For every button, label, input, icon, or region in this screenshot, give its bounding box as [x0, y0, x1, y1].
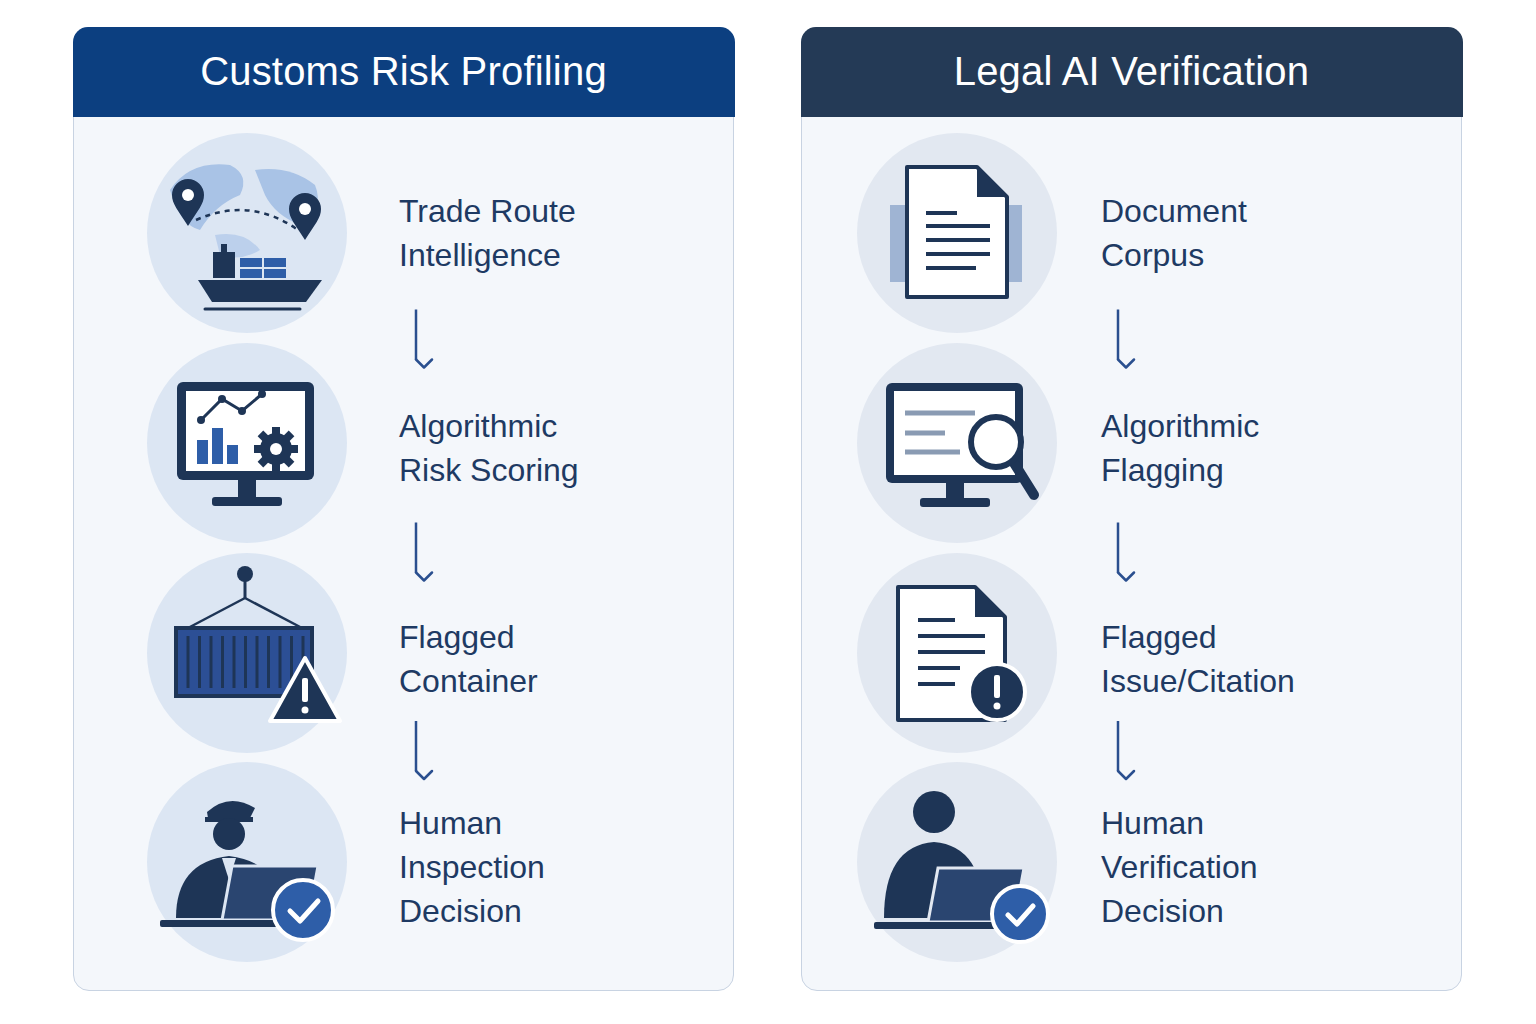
step-text: Trade Route Intelligence: [399, 189, 596, 277]
step-label: Algorithmic Flagging: [1101, 404, 1298, 492]
magnifier-handle: [1014, 463, 1034, 495]
trade-route-icon: [170, 164, 322, 309]
step-label: Document Corpus: [1101, 189, 1298, 277]
page-fold: [977, 167, 1007, 197]
monitor: [886, 383, 1023, 483]
chart-bar: [227, 445, 238, 464]
chart-dot: [238, 407, 246, 415]
icon-grounds: [147, 133, 1057, 962]
step-text: Flagged Issue/Citation: [1101, 615, 1298, 703]
icon-circle: [857, 762, 1057, 962]
chart-bar: [212, 428, 223, 464]
monitor-base: [212, 497, 282, 506]
panel-header: Legal AI Verification: [801, 27, 1463, 117]
flagged-container-icon: [176, 566, 340, 721]
pin-dot: [299, 203, 311, 215]
icon-circle: [147, 133, 347, 333]
route-line: [196, 210, 298, 230]
cargo-line: [240, 267, 286, 269]
officer-cap: [207, 801, 255, 818]
document-corpus-icon: [890, 167, 1022, 297]
flow-arrow: [1117, 310, 1120, 360]
icon-circle: [857, 553, 1057, 753]
chart-dot: [218, 395, 226, 403]
flow-arrow: [415, 523, 418, 573]
chart-bar: [197, 440, 208, 464]
step-label: Algorithmic Risk Scoring: [399, 404, 596, 492]
step-text: Algorithmic Flagging: [1101, 404, 1298, 492]
risk-scoring-icon: [177, 382, 314, 506]
ship-hull: [198, 280, 322, 302]
flow-arrow: [1117, 523, 1120, 573]
check-badge: [992, 886, 1048, 942]
magnifier-lens: [971, 417, 1021, 467]
gear: [254, 427, 298, 471]
warning-triangle: [270, 658, 340, 721]
step-text: Document Corpus: [1101, 189, 1298, 277]
chart-dot: [258, 390, 266, 398]
flagged-issue-icon: [898, 587, 1025, 720]
step-text: Algorithmic Risk Scoring: [399, 404, 596, 492]
step-text: Human Verification Decision: [1101, 801, 1298, 933]
panel-header: Customs Risk Profiling: [73, 27, 735, 117]
inspection-icon: [160, 801, 333, 940]
alert-badge: [969, 664, 1025, 720]
verification-icon: [874, 791, 1048, 942]
icon-circle: [857, 133, 1057, 333]
step-label: Trade Route Intelligence: [399, 189, 596, 277]
step-label: Human Verification Decision: [1101, 801, 1298, 933]
person-head: [913, 791, 955, 833]
monitor-stand: [238, 480, 256, 498]
wave: [205, 308, 300, 311]
icon-circle: [147, 762, 347, 962]
flow-arrow: [1117, 721, 1120, 771]
step-label: Flagged Container: [399, 615, 596, 703]
monitor-stand: [946, 483, 964, 499]
crane-hook: [237, 566, 253, 582]
monitor-base: [920, 498, 990, 507]
page-fold: [975, 587, 1005, 617]
sling: [245, 598, 302, 628]
chart-dot: [197, 416, 205, 424]
check-badge: [273, 880, 333, 940]
ship-funnel: [221, 244, 227, 253]
map-pin: [172, 179, 204, 226]
text-lines: [926, 213, 990, 268]
sling: [188, 598, 245, 628]
icon-circle: [147, 553, 347, 753]
warning-mark: [302, 678, 308, 702]
check-mark: [1008, 906, 1033, 924]
document: [907, 167, 1007, 297]
ship-cabin: [213, 252, 235, 278]
monitor: [177, 382, 314, 480]
chart-line: [201, 394, 262, 420]
flow-arrow: [415, 721, 418, 771]
icon-circle: [857, 343, 1057, 543]
panel-title: Legal AI Verification: [954, 49, 1310, 94]
map-land: [170, 164, 243, 230]
map-pin: [289, 193, 321, 240]
step-label: Flagged Issue/Citation: [1101, 615, 1298, 703]
pin-dot: [182, 189, 194, 201]
panel-title: Customs Risk Profiling: [200, 49, 607, 94]
screen-lines: [905, 413, 975, 452]
icon-circle: [147, 343, 347, 543]
check-mark: [290, 901, 318, 921]
flagging-icon: [886, 383, 1034, 507]
container-ribs: [188, 636, 303, 688]
alert-mark: [994, 675, 1000, 698]
alert-dot: [994, 703, 1001, 710]
crane-cable: [244, 580, 247, 598]
step-text: Flagged Container: [399, 615, 596, 703]
warning-dot: [302, 707, 309, 714]
officer-head: [213, 818, 245, 850]
step-label: Human Inspection Decision: [399, 801, 596, 933]
step-text: Human Inspection Decision: [399, 801, 596, 933]
screen: [186, 391, 305, 471]
flow-arrow: [415, 310, 418, 360]
